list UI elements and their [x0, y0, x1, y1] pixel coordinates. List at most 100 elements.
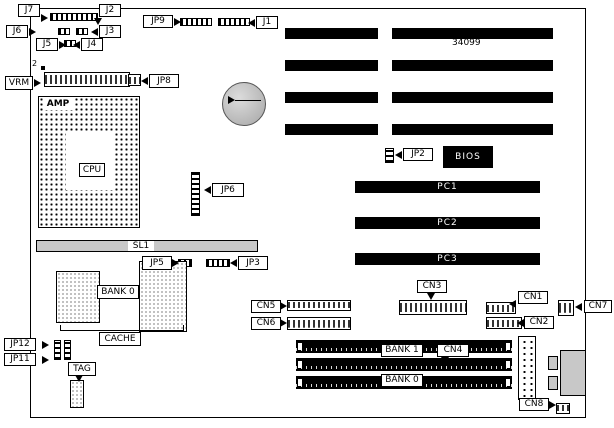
simm-slot-2: [296, 358, 512, 371]
isa-slot-1-left: [285, 28, 378, 39]
pin2-number: 2: [32, 59, 38, 68]
label-j6: J6: [6, 25, 28, 38]
cn5-connector: [287, 300, 351, 311]
label-cn1: CN1: [518, 291, 548, 304]
label-j2: J2: [99, 4, 121, 17]
arrow-jp5: [172, 259, 179, 267]
keyboard-connector: [560, 350, 586, 396]
label-j1: J1: [256, 16, 278, 29]
arrow-cn4: [441, 357, 449, 364]
label-cn4: CN4: [437, 344, 469, 357]
label-jp2: JP2: [403, 148, 433, 161]
label-bank0-mem: BANK 0: [381, 374, 423, 387]
battery-pointer-line: [235, 100, 261, 101]
label-cn5: CN5: [251, 300, 281, 313]
label-jp11: JP11: [4, 353, 36, 366]
isa-slot-2-right: [392, 60, 553, 71]
arrow-jp8: [141, 77, 148, 85]
jumper-block-b: [76, 28, 88, 35]
isa-slot-3-left: [285, 92, 378, 103]
label-bank1: BANK 1: [381, 344, 423, 357]
label-jp6: JP6: [212, 183, 244, 197]
isa-slot-2-left: [285, 60, 378, 71]
label-jp12: JP12: [4, 338, 36, 351]
jp12-connector: [54, 340, 61, 360]
label-jp3: JP3: [238, 256, 268, 270]
pci-slot-2: PC2: [355, 217, 540, 229]
pci-slot-1: PC1: [355, 181, 540, 193]
jp3-connector: [206, 259, 230, 267]
arrow-jp11: [42, 356, 49, 364]
cn3-connector: [399, 300, 467, 315]
label-cache: CACHE: [99, 332, 141, 346]
cache-chip-2: [139, 261, 187, 332]
label-cn6: CN6: [251, 317, 281, 330]
cn7-connector: [558, 300, 574, 316]
vrm-connector: [44, 72, 130, 87]
arrow-j6: [29, 28, 36, 36]
cpu-socket-hole: [66, 132, 114, 190]
arrow-cn5: [280, 302, 287, 310]
label-j7: J7: [18, 4, 40, 17]
arrow-j1: [248, 19, 255, 27]
cn2-connector: [486, 317, 522, 329]
arrow-jp12: [42, 341, 49, 349]
jp8-connector: [128, 74, 141, 86]
label-jp8: JP8: [149, 74, 179, 88]
arrow-j3: [91, 28, 98, 36]
arrow-jp3: [230, 259, 237, 267]
label-bank0-cache: BANK 0: [97, 285, 139, 299]
io-block-upper: [548, 356, 558, 370]
jp2-connector: [385, 148, 394, 163]
cache-chip-1: [56, 271, 100, 323]
arrow-j7: [41, 14, 48, 22]
io-block-lower: [548, 376, 558, 390]
label-vrm: VRM: [5, 76, 33, 90]
label-jp5: JP5: [142, 256, 172, 270]
jumper-block-a: [58, 28, 70, 35]
arrow-vrm: [34, 79, 41, 87]
pci-slot-3: PC3: [355, 253, 540, 265]
battery-pointer-arrow: [228, 96, 235, 104]
cache-brace: [60, 325, 184, 331]
cn6-connector: [287, 317, 351, 330]
arrow-tag: [75, 375, 83, 382]
arrow-j5: [59, 41, 66, 49]
arrow-cn1: [509, 300, 516, 308]
arrow-cn7: [575, 303, 582, 311]
label-tag: TAG: [68, 362, 96, 376]
arrow-cn6: [280, 319, 287, 327]
jp6-pin-header: [191, 172, 200, 216]
sl1-text: SL1: [128, 241, 154, 251]
isa-slot-3-right: [392, 92, 553, 103]
isa-slot-4-left: [285, 124, 378, 135]
cn1-connector: [486, 302, 516, 314]
isa-slot-4-right: [392, 124, 553, 135]
arrow-jp6: [204, 186, 211, 194]
label-cpu: CPU: [79, 163, 105, 177]
arrow-cn8: [549, 401, 556, 409]
arrow-j2: [94, 18, 102, 25]
battery: [222, 82, 266, 126]
j7-pin-header: [50, 13, 98, 21]
arrow-cn2: [517, 319, 524, 327]
j1-pin-header: [218, 18, 250, 26]
label-j5: J5: [36, 38, 58, 51]
vrm-pin1-mark: [41, 66, 45, 70]
bios-chip: BIOS: [443, 146, 493, 168]
tag-ram-chip: [70, 380, 84, 408]
label-cn2: CN2: [524, 316, 554, 329]
jp11-connector: [64, 340, 71, 360]
cn8-connector: [556, 403, 570, 414]
arrow-jp9: [174, 18, 181, 26]
label-cn7: CN7: [584, 300, 612, 313]
label-j4: J4: [81, 38, 103, 51]
jp9-pin-header: [180, 18, 212, 26]
label-cn3: CN3: [417, 280, 447, 293]
part-number: 34099: [452, 38, 481, 48]
label-j3: J3: [99, 25, 121, 38]
power-connector: [518, 336, 536, 400]
arrow-jp2: [395, 151, 402, 159]
label-cn8: CN8: [519, 398, 549, 411]
